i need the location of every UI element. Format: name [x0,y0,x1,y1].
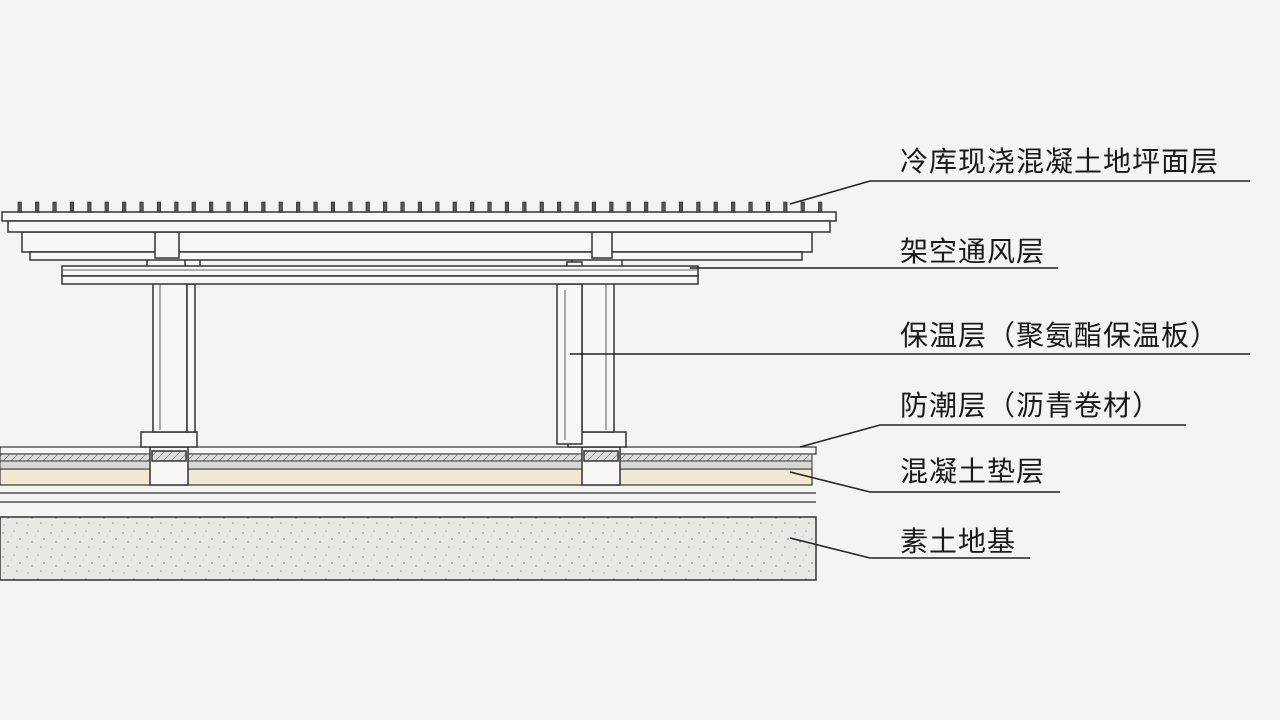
leader-concrete-cushion [789,471,1060,493]
deck-slab [1,211,837,233]
rebar-tick [52,201,57,213]
rebar-tick [470,201,475,213]
rebar-tick [591,201,597,213]
concrete-cushion-layer [0,468,813,486]
rebar-tick [626,201,631,213]
rebar-tick [661,201,666,213]
label-floor-surface: 冷库现浇混凝土地坪面层 [900,145,1220,178]
rebar-tick [696,201,701,213]
rebar-tick [156,201,161,213]
rebar-tick [574,201,579,213]
rebar-tick [313,201,318,213]
rebar-ticks [17,201,823,213]
main-beam [21,231,813,261]
rebar-tick [261,201,266,213]
rebar-tick [174,201,179,213]
base-lines [0,492,816,503]
rebar-tick [748,201,753,213]
leader-moisture-barrier [799,424,1186,448]
leader-lines [570,180,1250,559]
rebar-tick [365,201,370,213]
label-concrete-cushion: 混凝土垫层 [900,455,1046,488]
rebar-tick [487,201,492,213]
label-insulation-layer: 保温层（聚氨酯保温板） [900,319,1220,352]
rebar-tick [800,201,805,213]
rebar-tick [122,201,127,213]
rebar-tick [452,201,457,213]
rebar-tick [731,201,736,213]
leader-subgrade [789,537,1030,559]
rebar-tick [818,201,823,213]
rebar-tick [35,201,40,213]
rebar-tick [104,201,109,213]
rebar-tick [522,201,527,213]
label-ventilation-layer: 架空通风层 [900,235,1046,268]
rebar-tick [87,201,92,213]
columns [152,273,615,445]
rebar-tick [209,201,214,213]
rebar-tick [557,201,562,213]
rebar-tick [69,201,74,213]
rebar-tick [713,201,718,213]
lower-beams [61,265,699,285]
rebar-tick [278,201,283,213]
rebar-tick [226,201,231,213]
rebar-tick [330,201,336,213]
rebar-tick [243,201,248,213]
rebar-tick [504,201,510,213]
label-subgrade: 素土地基 [900,525,1017,558]
rebar-tick [400,201,405,213]
moisture-barrier-layer [0,446,817,470]
subgrade-layer [0,516,817,581]
rebar-tick [609,201,614,213]
rebar-tick [417,201,423,213]
rebar-tick [139,201,144,213]
column-bases [140,431,627,448]
rebar-tick [435,201,440,213]
rebar-tick [644,201,649,213]
rebar-tick [191,201,196,213]
leader-floor-surface [789,180,1250,205]
rebar-tick [17,201,22,213]
rebar-tick [783,201,788,213]
label-moisture-barrier: 防潮层（沥青卷材） [900,389,1162,422]
rebar-tick [539,201,544,213]
rebar-tick [348,201,353,213]
rebar-tick [296,201,301,213]
rebar-tick [765,201,771,213]
rebar-tick [383,201,388,213]
rebar-tick [678,201,684,213]
